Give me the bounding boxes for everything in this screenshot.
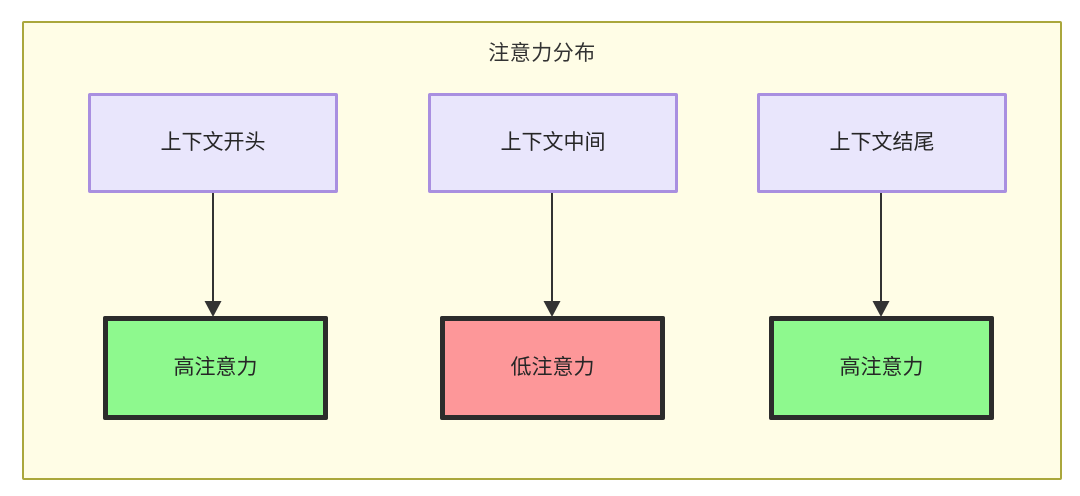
node-label: 高注意力 [839,356,924,379]
node-label: 高注意力 [173,356,258,379]
node-high-attention-end[interactable]: 高注意力 [769,316,994,420]
node-label: 上下文开头 [160,131,266,154]
node-context-start[interactable]: 上下文开头 [88,93,338,193]
node-label: 上下文结尾 [829,131,935,154]
node-label: 上下文中间 [500,131,606,154]
node-context-middle[interactable]: 上下文中间 [428,93,678,193]
node-low-attention-middle[interactable]: 低注意力 [440,316,665,420]
subgraph-title: 注意力分布 [488,42,596,65]
node-context-end[interactable]: 上下文结尾 [757,93,1007,193]
node-high-attention-start[interactable]: 高注意力 [103,316,328,420]
node-label: 低注意力 [510,356,595,379]
